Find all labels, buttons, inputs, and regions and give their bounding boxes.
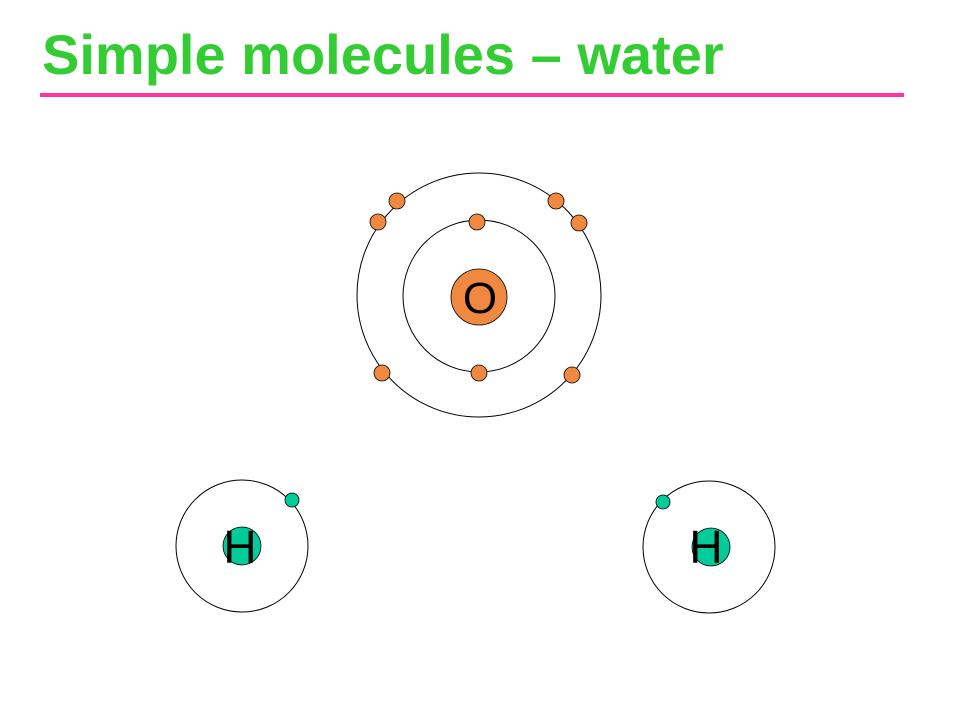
oxygen-outer-electron xyxy=(570,214,588,232)
oxygen-inner-electron xyxy=(470,364,488,382)
hydrogen-nucleus xyxy=(691,527,731,567)
oxygen-nucleus xyxy=(450,268,508,326)
hydrogen-symbol: H xyxy=(689,521,722,573)
slide-title: Simple molecules – water xyxy=(42,23,724,86)
title-underline xyxy=(40,93,904,97)
hydrogen-shell xyxy=(175,479,309,613)
hydrogen-atom-right: H xyxy=(642,480,776,614)
oxygen-outer-electron xyxy=(547,192,565,210)
oxygen-outer-electron xyxy=(373,364,391,382)
hydrogen-electron xyxy=(284,492,300,508)
hydrogen-electron xyxy=(655,494,671,510)
hydrogen-nucleus xyxy=(222,526,262,566)
oxygen-outer-shell xyxy=(356,172,602,418)
hydrogen-symbol: H xyxy=(223,521,256,573)
oxygen-symbol: O xyxy=(463,274,497,323)
oxygen-outer-electron xyxy=(563,366,581,384)
hydrogen-shell xyxy=(642,480,776,614)
oxygen-outer-electron xyxy=(388,192,406,210)
oxygen-atom: O xyxy=(356,172,602,418)
oxygen-outer-electron xyxy=(369,213,387,231)
hydrogen-atom-left: H xyxy=(175,479,309,613)
oxygen-inner-electron xyxy=(468,213,486,231)
